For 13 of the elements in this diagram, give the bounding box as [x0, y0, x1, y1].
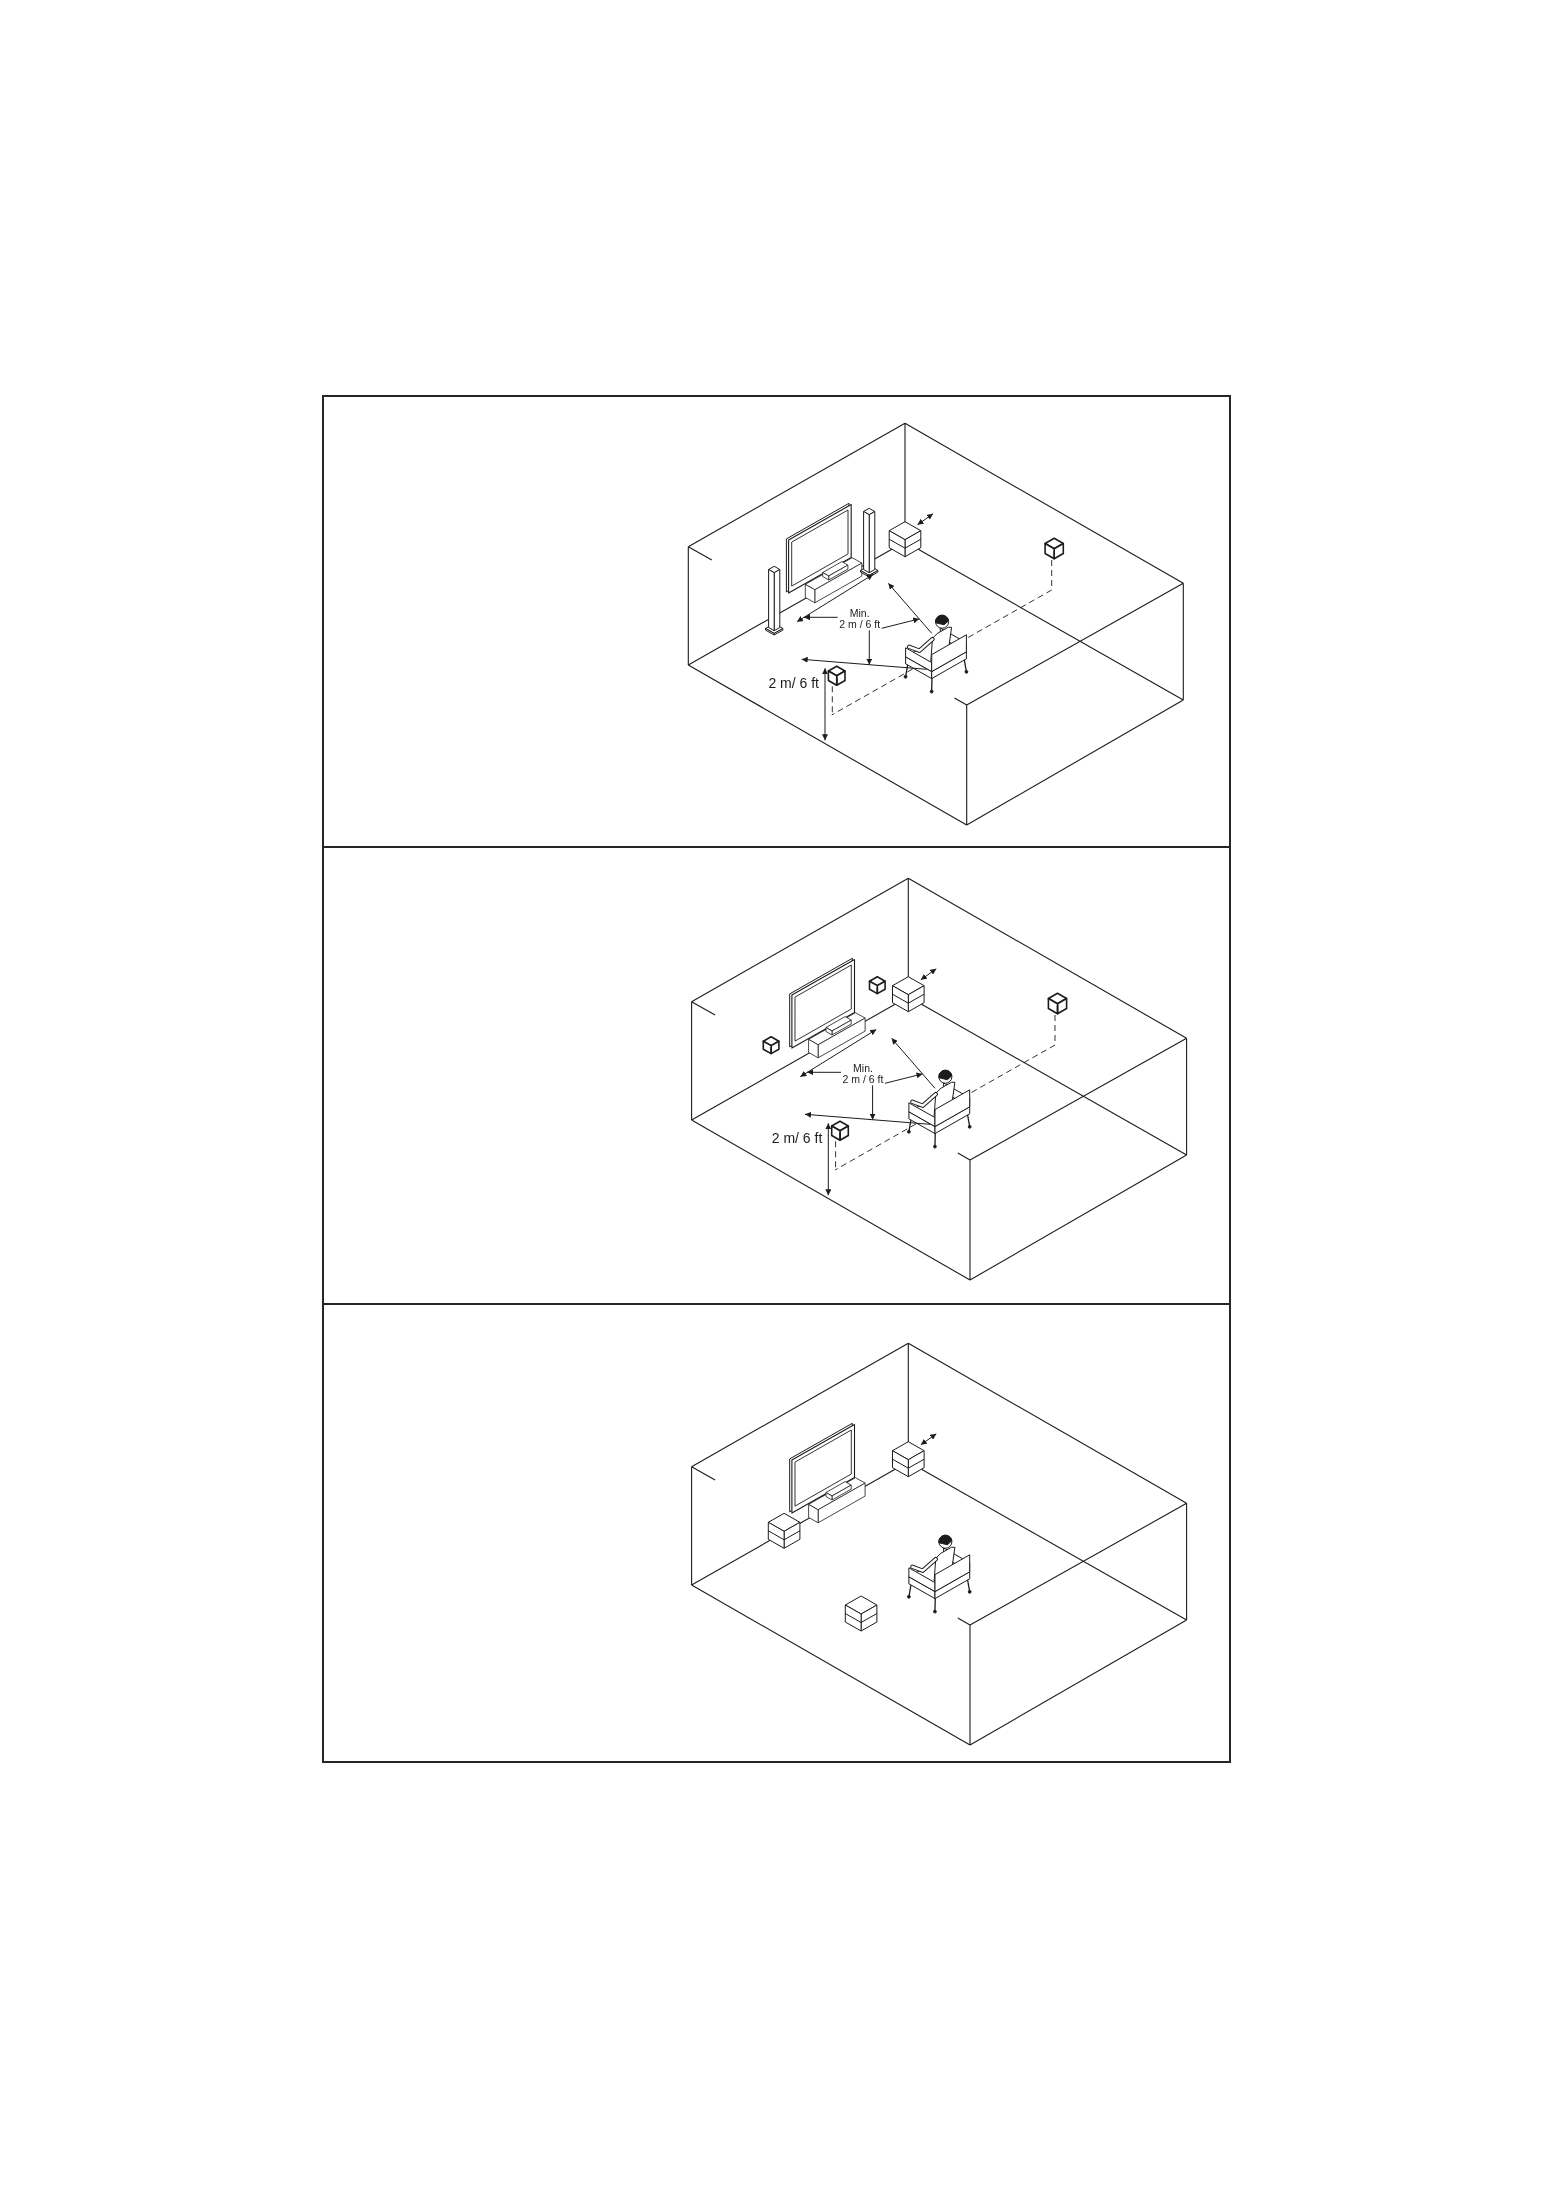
leader-line [869, 1084, 876, 1121]
panel [322, 395, 1231, 848]
leader-line [806, 1069, 842, 1076]
dimension-label: Min. 2 m / 6 ft [841, 1063, 885, 1086]
dimension-label: 2 m/ 6 ft [770, 1130, 823, 1147]
leader-line [881, 617, 920, 629]
panel [322, 846, 1231, 1305]
leader-line [803, 614, 839, 621]
leader-line [884, 1072, 923, 1084]
leader-line [866, 629, 873, 666]
panel [322, 1303, 1231, 1763]
dimension-label: 2 m/ 6 ft [767, 675, 819, 692]
dimension-label: Min. 2 m / 6 ft [837, 608, 882, 631]
